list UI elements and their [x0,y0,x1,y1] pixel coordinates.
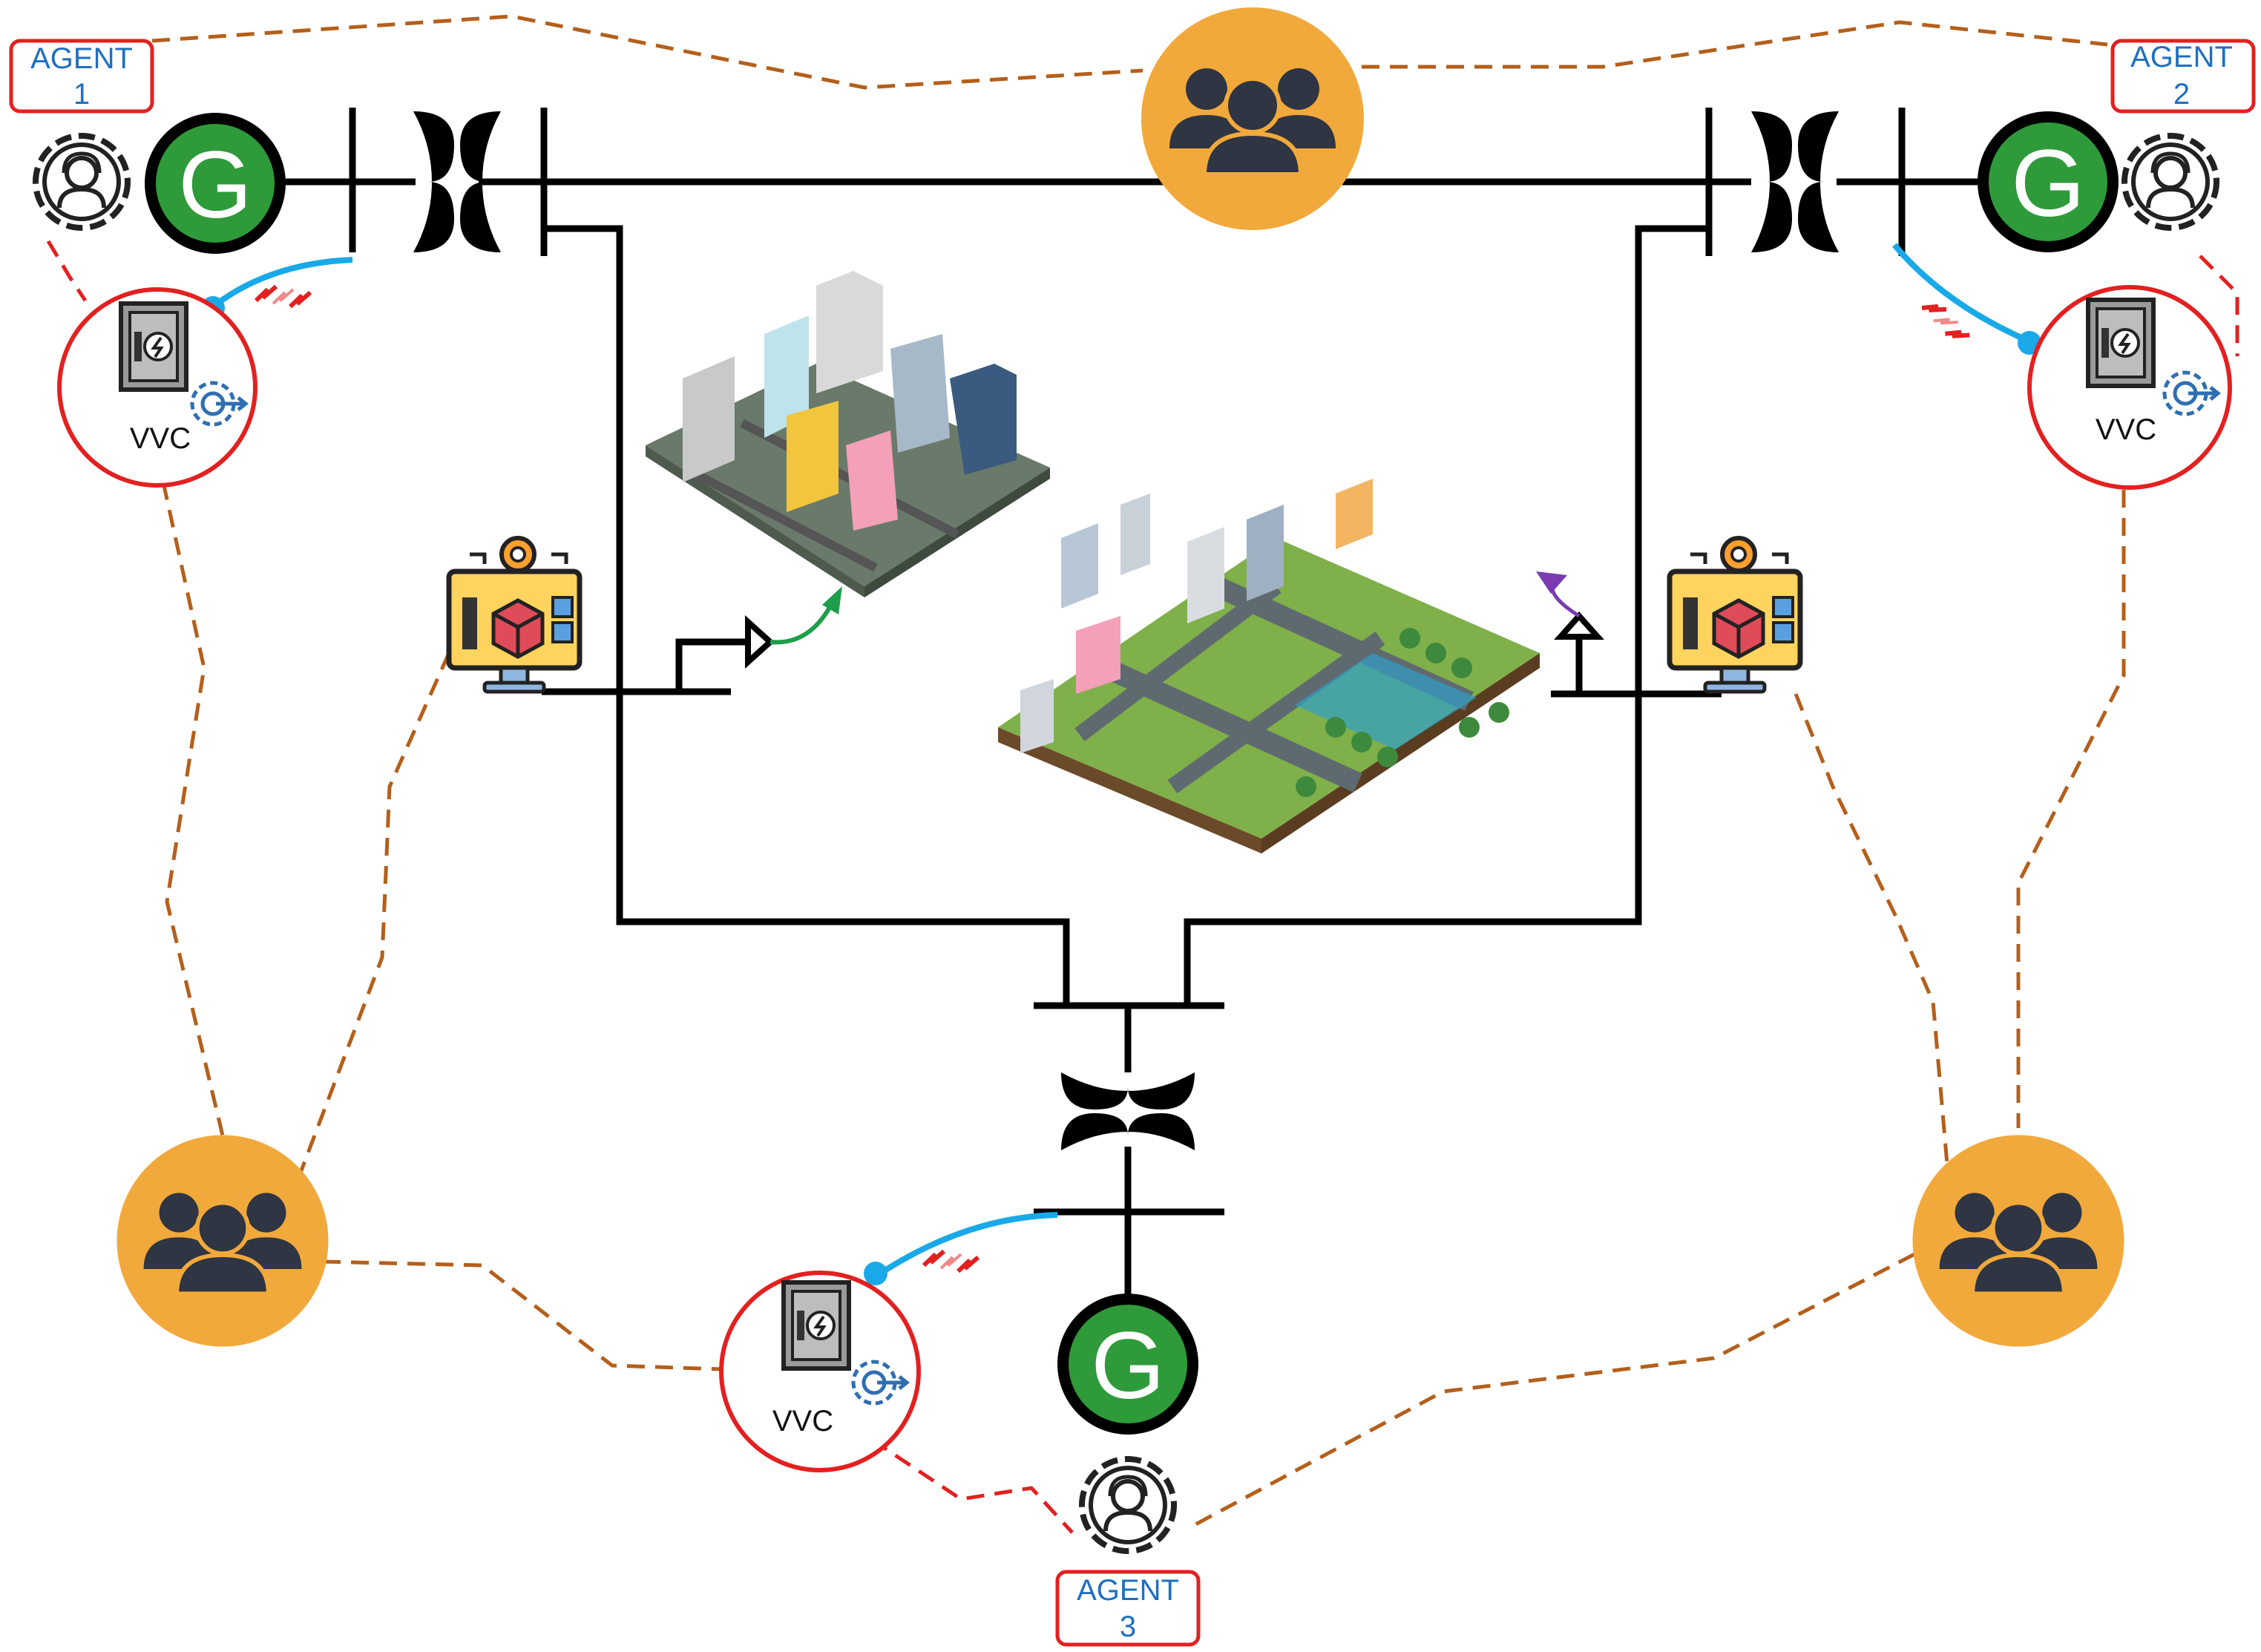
vvc-cabinet-icon [2088,300,2153,386]
comm-link-monitor2-right-group [1794,693,1950,1173]
wireless-signal-icon [255,281,312,312]
agent-3-label-line2: 3 [1120,1610,1136,1643]
transformer-right [1751,111,1839,252]
control-monitor-icon [449,538,580,692]
agent-1-label-line2: 1 [73,78,90,111]
load-triangle-left [745,615,775,669]
operator-gear-icon [36,136,128,228]
right-feeder [1184,225,1709,1006]
generator-symbol: G [178,132,252,238]
agent-3: AGENT 3 [1055,1459,1201,1647]
vvc-controller-2: VVC [2027,285,2232,490]
agent-2-label-box [2110,39,2256,114]
comm-link-left-group-vvc3 [322,1259,724,1371]
agent-1: AGENT 1 [9,39,154,228]
agent-2: AGENT 2 [2110,39,2256,228]
control-monitor-icon [1670,538,1800,692]
user-group-icon [1141,7,1364,230]
load-triangle-right [1554,611,1604,640]
agent-links [46,240,2239,1534]
agent-2-label-line1: AGENT [2130,41,2233,73]
transformers [413,111,1839,1150]
comm-link-agent1-top-group [151,14,1143,90]
vvc-controller-1: VVC [57,287,257,488]
agent-1-label-box [9,39,154,114]
left-load-step [675,638,749,692]
generator-2: G [1978,111,2119,252]
generator-1: G [145,113,286,254]
operator-gear-icon [1082,1459,1174,1551]
transformer-bottom [1061,1072,1195,1150]
generator-3: G [1057,1294,1198,1435]
vvc-label: VVC [2096,413,2156,446]
agent-3-label-box [1055,1570,1201,1647]
city-buildings-icon [998,479,1540,853]
user-group-icon [1913,1135,2124,1347]
vvc-label: VVC [772,1405,833,1438]
left-feeder [544,225,1070,1006]
comm-link-top-group-agent2 [1362,20,2108,69]
vvc-label: VVC [130,422,191,455]
agent1-vvc1-link [46,240,88,302]
vvc3-agent3-link [870,1438,1074,1534]
load-symbols [745,571,1604,669]
vvc-cabinet-icon [784,1282,849,1369]
comm-link-monitor1-left-group [298,652,451,1173]
comm-link-vvc1-left-group [161,482,225,1136]
load-arrow-left [769,603,833,645]
power-network [286,108,1978,1295]
comm-link-right-group-agent3 [1186,1252,1916,1531]
agent-3-label-line1: AGENT [1077,1574,1179,1607]
wireless-signal-icon [922,1245,980,1276]
agent-2-label-line2: 2 [2173,78,2190,111]
city-buildings-icon [646,271,1050,597]
vvc-controller-3: VVC [719,1271,921,1472]
agent2-vvc2-link [2199,255,2239,356]
transformer-left [413,111,501,252]
user-group-icon [117,1135,329,1347]
vvc-cabinet-icon [121,304,186,390]
operator-gear-icon [2124,136,2216,228]
comm-link-vvc2-right-group [2016,490,2126,1128]
agent-1-label-line1: AGENT [30,42,133,75]
generator-symbol: G [2011,131,2085,237]
comm-links [151,14,2126,1531]
generator-symbol: G [1091,1313,1165,1419]
